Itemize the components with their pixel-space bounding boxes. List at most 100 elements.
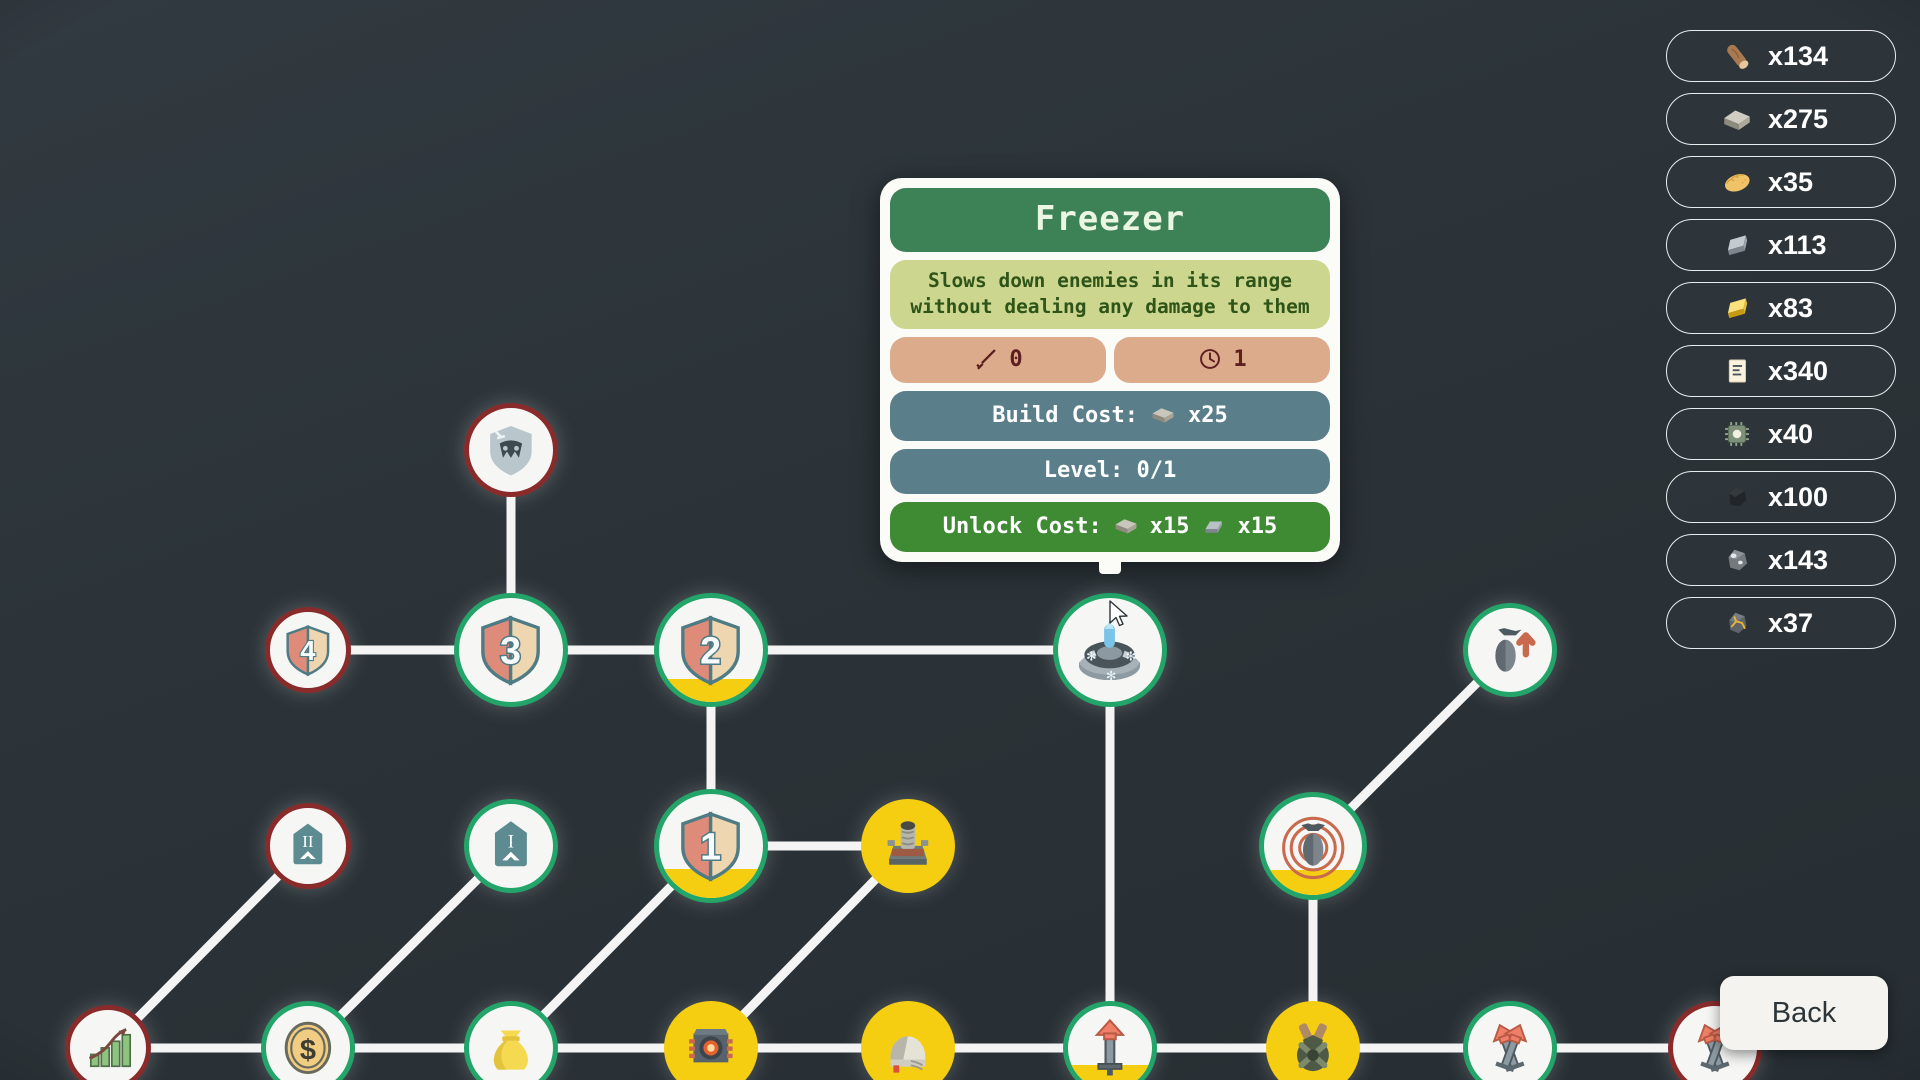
helmet-icon	[866, 1006, 950, 1080]
shield-4-icon: 4	[270, 612, 346, 688]
svg-text:3: 3	[501, 630, 522, 672]
stone-icon	[1152, 408, 1174, 423]
resource-count: x37	[1768, 607, 1814, 638]
shield-2-icon: 2	[659, 598, 763, 702]
tooltip-title: Freezer	[890, 188, 1330, 252]
shield-3-icon: 3	[459, 598, 563, 702]
node-progress-fill	[659, 679, 763, 702]
tier-marker-icon: II	[270, 808, 346, 884]
tree-node-helmet[interactable]	[861, 1001, 955, 1080]
money-bag-icon	[469, 1006, 553, 1080]
resource-pill-chip: x40	[1666, 408, 1896, 460]
wood-log-icon	[1720, 39, 1754, 73]
svg-text:✻: ✻	[1087, 650, 1098, 664]
svg-text:$: $	[300, 1035, 316, 1067]
laser-tower-icon	[669, 1006, 753, 1080]
tooltip-build-cost-value: x25	[1187, 402, 1228, 428]
tooltip-level: Level: 0/1	[890, 449, 1330, 495]
sword-up-icon	[1068, 1006, 1152, 1080]
resource-pill-ore-rock: x143	[1666, 534, 1896, 586]
tree-node-growth-chart[interactable]	[65, 1005, 151, 1080]
freezer-tower-icon: ✻ ✻ ✻	[1058, 598, 1162, 702]
tree-node-dual-sword-up[interactable]	[1463, 1001, 1557, 1080]
tree-node-shield-1[interactable]: 1	[654, 789, 768, 903]
tree-node-shield-4[interactable]: 4	[265, 607, 351, 693]
resource-pill-gold-ingot: x83	[1666, 282, 1896, 334]
tree-node-enemy-shield[interactable]	[464, 403, 558, 497]
stone-icon	[1720, 102, 1754, 136]
resource-count: x134	[1768, 40, 1829, 71]
resource-pill-wood-log: x134	[1666, 30, 1896, 82]
tree-node-sword-up[interactable]	[1063, 1001, 1157, 1080]
tree-node-bomb-range[interactable]	[1463, 603, 1557, 697]
tree-node-money-bag[interactable]	[464, 1001, 558, 1080]
tooltip-stat-damage: 0	[890, 337, 1106, 384]
tree-node-coin[interactable]: $	[261, 1001, 355, 1080]
coin-icon: $	[266, 1006, 350, 1080]
tooltip-stat-speed-value: 1	[1233, 346, 1247, 372]
stone-icon	[1115, 519, 1137, 534]
tower-tooltip: Freezer Slows down enemies in its range …	[880, 178, 1340, 575]
tooltip-description: Slows down enemies in its range without …	[890, 260, 1330, 330]
tooltip-unlock-stone-value: x15	[1149, 513, 1190, 539]
tree-node-mine-tower[interactable]	[1266, 1001, 1360, 1080]
ore-rock-icon	[1720, 543, 1754, 577]
back-button[interactable]: Back	[1720, 976, 1888, 1050]
shield-1-icon: 1	[659, 794, 763, 898]
paper-icon	[1720, 354, 1754, 388]
growth-chart-icon	[70, 1010, 146, 1080]
svg-text:4: 4	[300, 635, 316, 666]
svg-text:✻: ✻	[1106, 670, 1117, 684]
gold-ore-icon	[1720, 606, 1754, 640]
tooltip-build-cost: Build Cost: x25	[890, 391, 1330, 442]
node-progress-fill	[1264, 869, 1362, 895]
svg-text:✻: ✻	[1126, 650, 1137, 664]
resource-pill-gold-ore: x37	[1666, 597, 1896, 649]
tooltip-build-cost-label: Build Cost:	[992, 402, 1138, 428]
tooltip-stat-speed: 1	[1114, 337, 1330, 384]
resource-count: x83	[1768, 292, 1814, 323]
tree-node-tier-1-marker[interactable]: I	[464, 799, 558, 893]
tooltip-stat-damage-value: 0	[1009, 346, 1023, 372]
resource-pill-paper: x340	[1666, 345, 1896, 397]
resource-count: x143	[1768, 544, 1829, 575]
svg-text:I: I	[508, 831, 514, 852]
bread-icon	[1720, 165, 1754, 199]
clock-icon	[1200, 349, 1221, 370]
tooltip-tail	[1099, 558, 1121, 575]
sword-icon	[976, 349, 997, 371]
tree-node-shield-2[interactable]: 2	[654, 593, 768, 707]
resource-pill-iron-ingot: x113	[1666, 219, 1896, 271]
svg-text:1: 1	[701, 826, 722, 868]
tooltip-unlock-label: Unlock Cost:	[942, 513, 1102, 539]
svg-text:II: II	[302, 832, 314, 851]
tree-node-bomb-radius[interactable]	[1259, 792, 1367, 900]
tree-node-shield-3[interactable]: 3	[454, 593, 568, 707]
mine-tower-icon	[1271, 1006, 1355, 1080]
resource-panel: x134 x275 x35 x113 x83 x340 x40 x100 x143 x37	[1666, 30, 1896, 649]
resource-count: x40	[1768, 418, 1814, 449]
resource-pill-bread: x35	[1666, 156, 1896, 208]
svg-text:2: 2	[701, 630, 722, 672]
tier-marker-icon: I	[469, 804, 553, 888]
resource-count: x100	[1768, 481, 1829, 512]
tree-node-freezer-tower[interactable]: ✻ ✻ ✻	[1053, 593, 1167, 707]
iron-ingot-icon	[1720, 228, 1754, 262]
cannon-tower-icon	[866, 804, 950, 888]
tree-node-cannon-tower[interactable]	[861, 799, 955, 893]
tree-node-laser-tower[interactable]	[664, 1001, 758, 1080]
tree-node-tier-2-marker[interactable]: II	[265, 803, 351, 889]
gold-ingot-icon	[1720, 291, 1754, 325]
enemy-shield-icon	[469, 408, 553, 492]
bomb-radius-icon	[1264, 797, 1362, 895]
iron-ingot-icon	[1205, 521, 1223, 534]
tooltip-unlock-cost: Unlock Cost: x15 x15	[890, 502, 1330, 553]
dual-sword-up-icon	[1468, 1006, 1552, 1080]
coal-icon	[1720, 480, 1754, 514]
resource-pill-stone: x275	[1666, 93, 1896, 145]
resource-count: x113	[1768, 229, 1827, 260]
resource-pill-coal: x100	[1666, 471, 1896, 523]
tooltip-unlock-iron-value: x15	[1237, 513, 1278, 539]
